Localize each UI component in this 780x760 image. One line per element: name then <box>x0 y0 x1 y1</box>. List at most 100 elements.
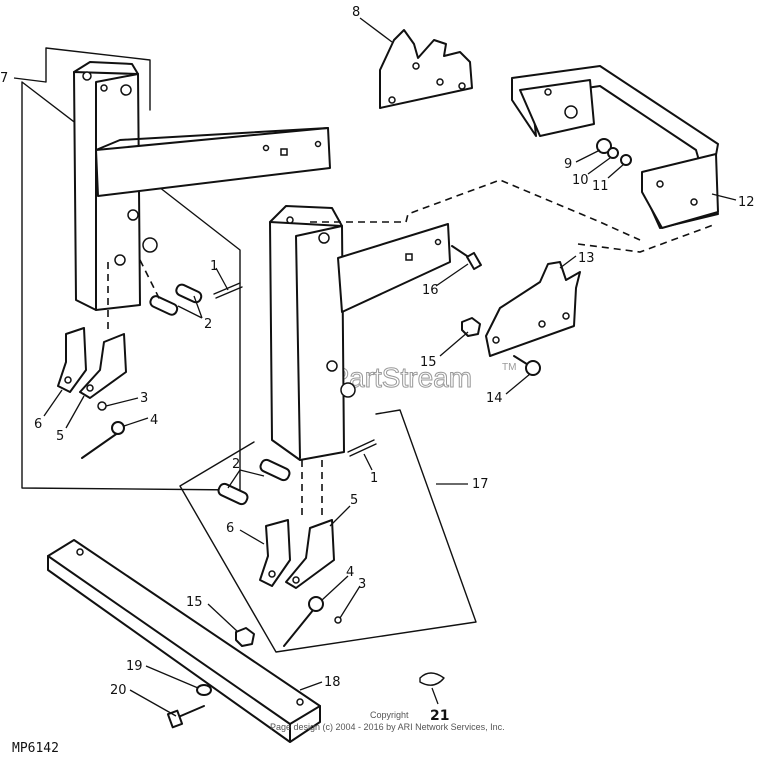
center-dashes <box>301 460 323 520</box>
footer: Copyright Page design (c) 2004 - 2016 by… <box>12 710 505 756</box>
bracket-13-hole <box>562 312 570 320</box>
brace-hole <box>544 88 552 96</box>
leader-2-left <box>177 295 203 319</box>
bracket-13-hole <box>492 336 500 344</box>
leader-3-center <box>339 585 361 619</box>
figure-code: MP6142 <box>12 741 59 756</box>
leader-16 <box>435 263 469 287</box>
leader-3-left <box>105 397 139 407</box>
callout-6-left: 6 <box>34 417 42 432</box>
callout-17: 17 <box>472 477 489 492</box>
part-13-bracket <box>461 261 581 376</box>
part-12-brace <box>310 65 719 253</box>
post-hole <box>127 209 139 221</box>
watermark-trademark: TM <box>502 362 516 373</box>
leader-12 <box>711 193 737 201</box>
horizontal-arm-center <box>337 223 451 313</box>
bolt-14-head <box>525 360 541 376</box>
nut-9 <box>596 138 612 154</box>
upright-post-center <box>269 221 345 461</box>
callout-16: 16 <box>422 283 439 298</box>
callout-6-center: 6 <box>226 521 234 536</box>
bracket-5-left <box>79 333 127 399</box>
leader-10 <box>587 157 611 175</box>
bracket-6-left <box>57 327 87 393</box>
bracket-13 <box>485 261 581 357</box>
callout-19: 19 <box>126 659 143 674</box>
upright-post-left-top <box>73 61 139 75</box>
callout-3-left: 3 <box>140 391 148 406</box>
callout-4-left: 4 <box>150 413 158 428</box>
leader-20 <box>129 689 177 717</box>
assembly-17-outline <box>179 409 477 653</box>
callout-5-left: 5 <box>56 429 64 444</box>
callout-2-left: 2 <box>204 317 212 332</box>
callout-8: 8 <box>352 5 360 20</box>
post-hole <box>120 84 132 96</box>
leader-19 <box>145 665 199 689</box>
bolt-16-head <box>466 251 482 271</box>
assembly-dashes <box>107 259 161 334</box>
post-hole <box>318 232 330 244</box>
leader-21 <box>431 687 439 705</box>
brace-12-foot <box>641 153 719 229</box>
callout-9: 9 <box>564 157 572 172</box>
leader-5-left <box>65 395 85 429</box>
horizontal-arm-left <box>95 127 331 197</box>
bracket-hole <box>292 576 300 584</box>
leader-13 <box>559 255 577 269</box>
brace-hole <box>656 180 664 188</box>
post-hole <box>326 360 338 372</box>
bar-18-side <box>47 555 321 743</box>
bar-hole <box>296 698 304 706</box>
leader-lines <box>13 17 737 717</box>
bracket-hole <box>268 570 276 578</box>
callout-12: 12 <box>738 195 755 210</box>
post-hole <box>286 216 294 224</box>
callout-7: 7 <box>0 71 8 86</box>
pin-2-center <box>217 482 249 506</box>
callout-20: 20 <box>110 683 127 698</box>
assembly-7-outline <box>21 47 241 491</box>
callout-5-center: 5 <box>350 493 358 508</box>
bolt-20 <box>175 705 205 719</box>
upright-post-left-edge <box>95 73 139 311</box>
leader-4-center <box>321 575 349 601</box>
callout-11: 11 <box>592 179 609 194</box>
leader-4-left <box>123 417 149 427</box>
lockwasher-10 <box>607 147 619 159</box>
callout-18: 18 <box>324 675 341 690</box>
arm-square-hole <box>405 253 413 261</box>
leader-15-right <box>439 331 469 357</box>
callout-3-center: 3 <box>358 577 366 592</box>
post-hole <box>82 71 92 81</box>
upright-post-center-edge <box>295 225 343 459</box>
brace-12-plate <box>519 79 595 137</box>
post-hole <box>100 84 108 92</box>
callout-21: 21 <box>430 708 449 724</box>
leader-14 <box>505 373 531 395</box>
pin-2-left <box>175 283 203 304</box>
handle-knob <box>111 421 125 435</box>
clip-21 <box>419 672 445 686</box>
leader-5-center <box>329 505 351 527</box>
bracket-8 <box>379 29 473 109</box>
part-8-bracket <box>379 29 473 109</box>
bar-hole <box>76 548 84 556</box>
brace-dash-outline <box>310 179 717 253</box>
leader-7 <box>13 77 47 83</box>
callout-4-center: 4 <box>346 565 354 580</box>
bracket-8-hole <box>388 96 396 104</box>
knob-3-center <box>334 616 342 624</box>
leader-11 <box>607 163 625 179</box>
handle-4-left <box>81 429 123 459</box>
part-18-bar <box>47 539 445 743</box>
brace-hole <box>690 198 698 206</box>
bracket-6-center <box>259 519 291 587</box>
arm-square-hole <box>280 148 288 156</box>
bracket-13-hole <box>538 320 546 328</box>
bracket-5-center <box>285 519 335 589</box>
callout-1-left: 1 <box>210 259 218 274</box>
handle-knob <box>308 596 324 612</box>
